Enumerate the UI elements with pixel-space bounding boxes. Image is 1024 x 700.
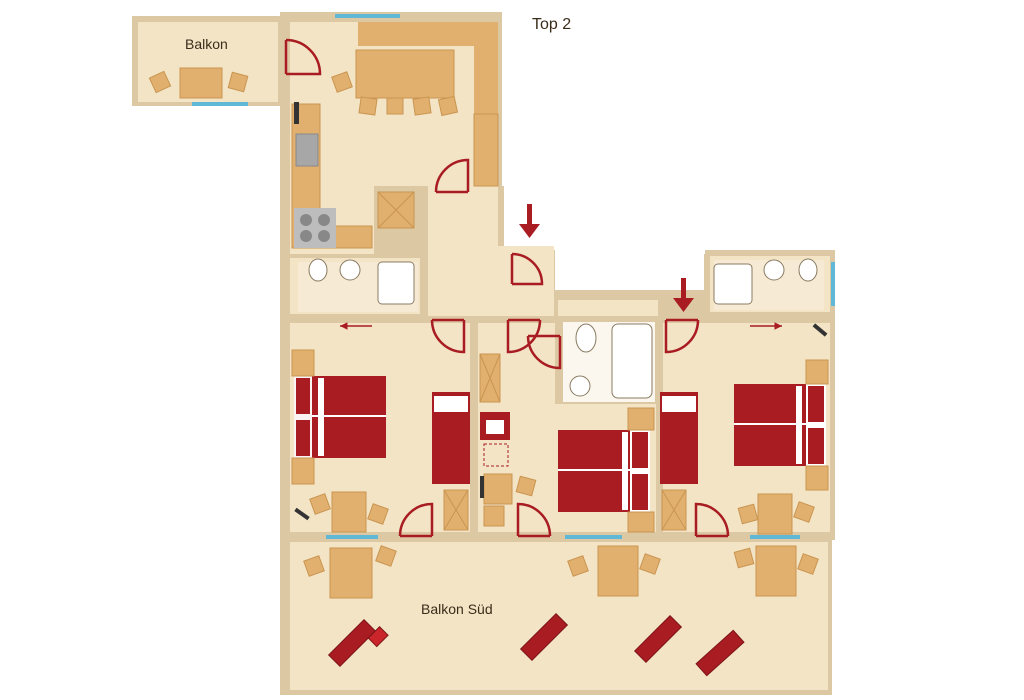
bathroom-fixtures <box>308 258 818 399</box>
door-swing-icon <box>430 318 466 354</box>
kitchen-area <box>291 22 499 249</box>
room-label-balkon-sued: Balkon Süd <box>421 601 493 617</box>
door-swing-icon <box>434 158 470 194</box>
door-swing-icon <box>526 334 562 370</box>
doors <box>284 38 730 538</box>
room-furniture <box>291 349 829 535</box>
entrance-arrow-icon <box>519 204 694 312</box>
door-stops <box>294 323 828 521</box>
room-label-balkon: Balkon <box>185 36 228 52</box>
door-swing-icon <box>398 502 434 538</box>
door-swing-icon <box>516 502 552 538</box>
balkon-sued-furniture <box>303 545 819 677</box>
door-swing-icon <box>284 38 322 76</box>
beds <box>294 376 826 512</box>
door-swing-icon <box>694 502 730 538</box>
door-swing-icon <box>510 252 544 286</box>
windows <box>192 14 835 539</box>
balkon-furniture <box>148 67 249 99</box>
door-swing-icon <box>664 318 700 354</box>
page-title: Top 2 <box>532 16 571 33</box>
